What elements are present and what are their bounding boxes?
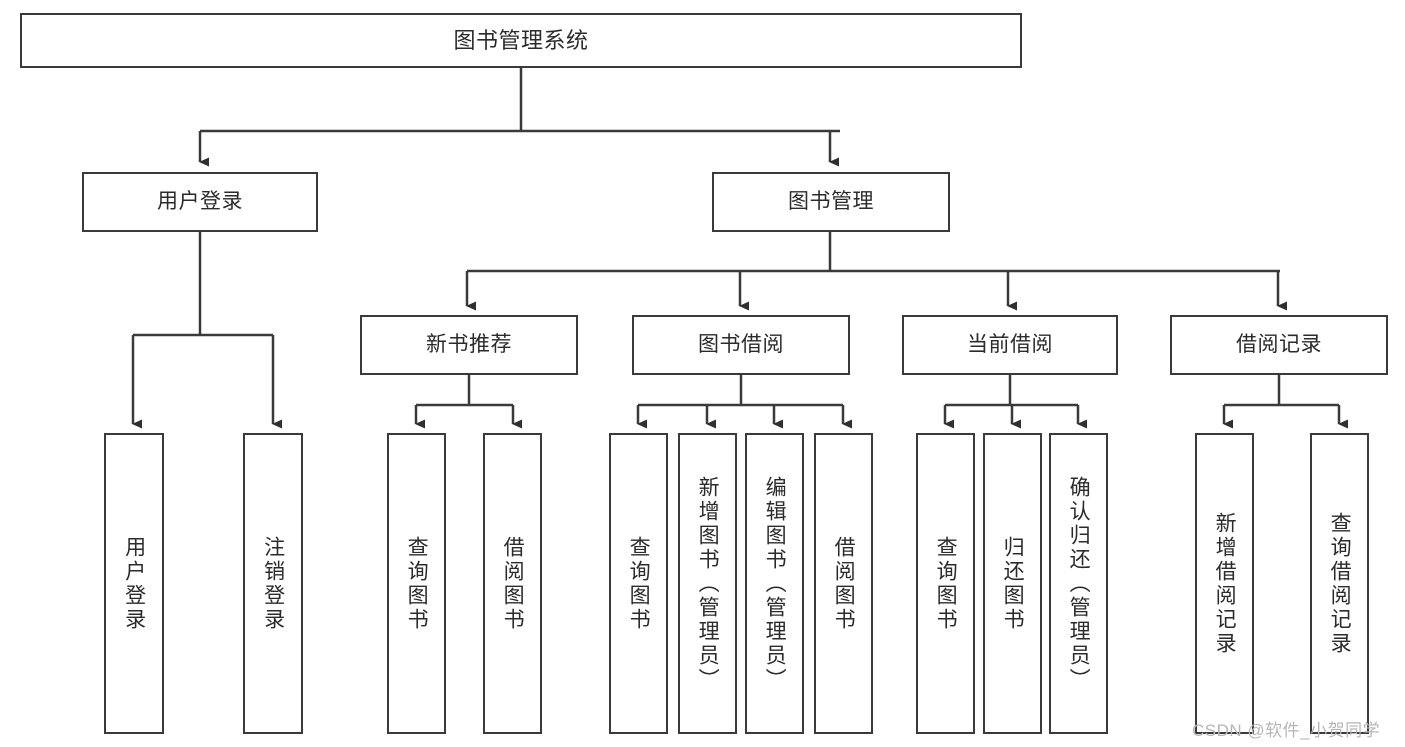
node-label: 归还图书: [1001, 535, 1025, 632]
node-label: 借阅图书: [832, 535, 856, 632]
node-label: 用户登录: [157, 189, 243, 213]
node-label: 图书管理系统: [453, 27, 589, 53]
leaf-current-confirm-return[interactable]: 确认归还（管理员）: [1049, 433, 1108, 734]
node-root-system[interactable]: 图书管理系统: [20, 13, 1022, 68]
node-user-login[interactable]: 用户登录: [82, 172, 318, 232]
node-label: 新书推荐: [426, 332, 512, 356]
leaf-current-query-book[interactable]: 查询图书: [916, 433, 975, 734]
node-label: 当前借阅: [967, 332, 1053, 356]
leaf-borrow-query-book[interactable]: 查询图书: [609, 433, 668, 734]
leaf-record-add[interactable]: 新增借阅记录: [1195, 433, 1254, 734]
watermark-text: CSDN @软件_小贺同学: [1192, 721, 1381, 740]
leaf-borrow-borrow-book[interactable]: 借阅图书: [814, 433, 873, 734]
node-book-management[interactable]: 图书管理: [712, 172, 950, 232]
node-book-borrow[interactable]: 图书借阅: [632, 315, 850, 375]
node-label: 编辑图书（管理员）: [763, 475, 787, 692]
node-label: 新增借阅记录: [1213, 511, 1237, 656]
node-label: 借阅图书: [501, 535, 525, 632]
leaf-current-return-book[interactable]: 归还图书: [983, 433, 1042, 734]
leaf-borrow-add-book[interactable]: 新增图书（管理员）: [678, 433, 737, 734]
leaf-record-query[interactable]: 查询借阅记录: [1310, 433, 1369, 734]
node-label: 查询图书: [405, 535, 429, 632]
node-label: 新增图书（管理员）: [696, 475, 720, 692]
node-current-borrow[interactable]: 当前借阅: [902, 315, 1118, 375]
leaf-user-login-login[interactable]: 用户登录: [104, 433, 164, 734]
node-label: 查询借阅记录: [1328, 511, 1352, 656]
node-label: 确认归还（管理员）: [1067, 475, 1091, 692]
node-new-book-recommend[interactable]: 新书推荐: [360, 315, 578, 375]
leaf-new-book-borrow[interactable]: 借阅图书: [483, 433, 542, 734]
leaf-borrow-edit-book[interactable]: 编辑图书（管理员）: [745, 433, 804, 734]
node-label: 图书借阅: [698, 332, 784, 356]
node-label: 用户登录: [122, 535, 146, 632]
node-label: 图书管理: [788, 189, 874, 213]
node-borrow-record[interactable]: 借阅记录: [1170, 315, 1388, 375]
node-label: 查询图书: [627, 535, 651, 632]
leaf-user-login-logout[interactable]: 注销登录: [243, 433, 303, 734]
leaf-new-book-query[interactable]: 查询图书: [387, 433, 446, 734]
node-label: 借阅记录: [1236, 332, 1322, 356]
node-label: 查询图书: [934, 535, 958, 632]
node-label: 注销登录: [261, 535, 285, 632]
